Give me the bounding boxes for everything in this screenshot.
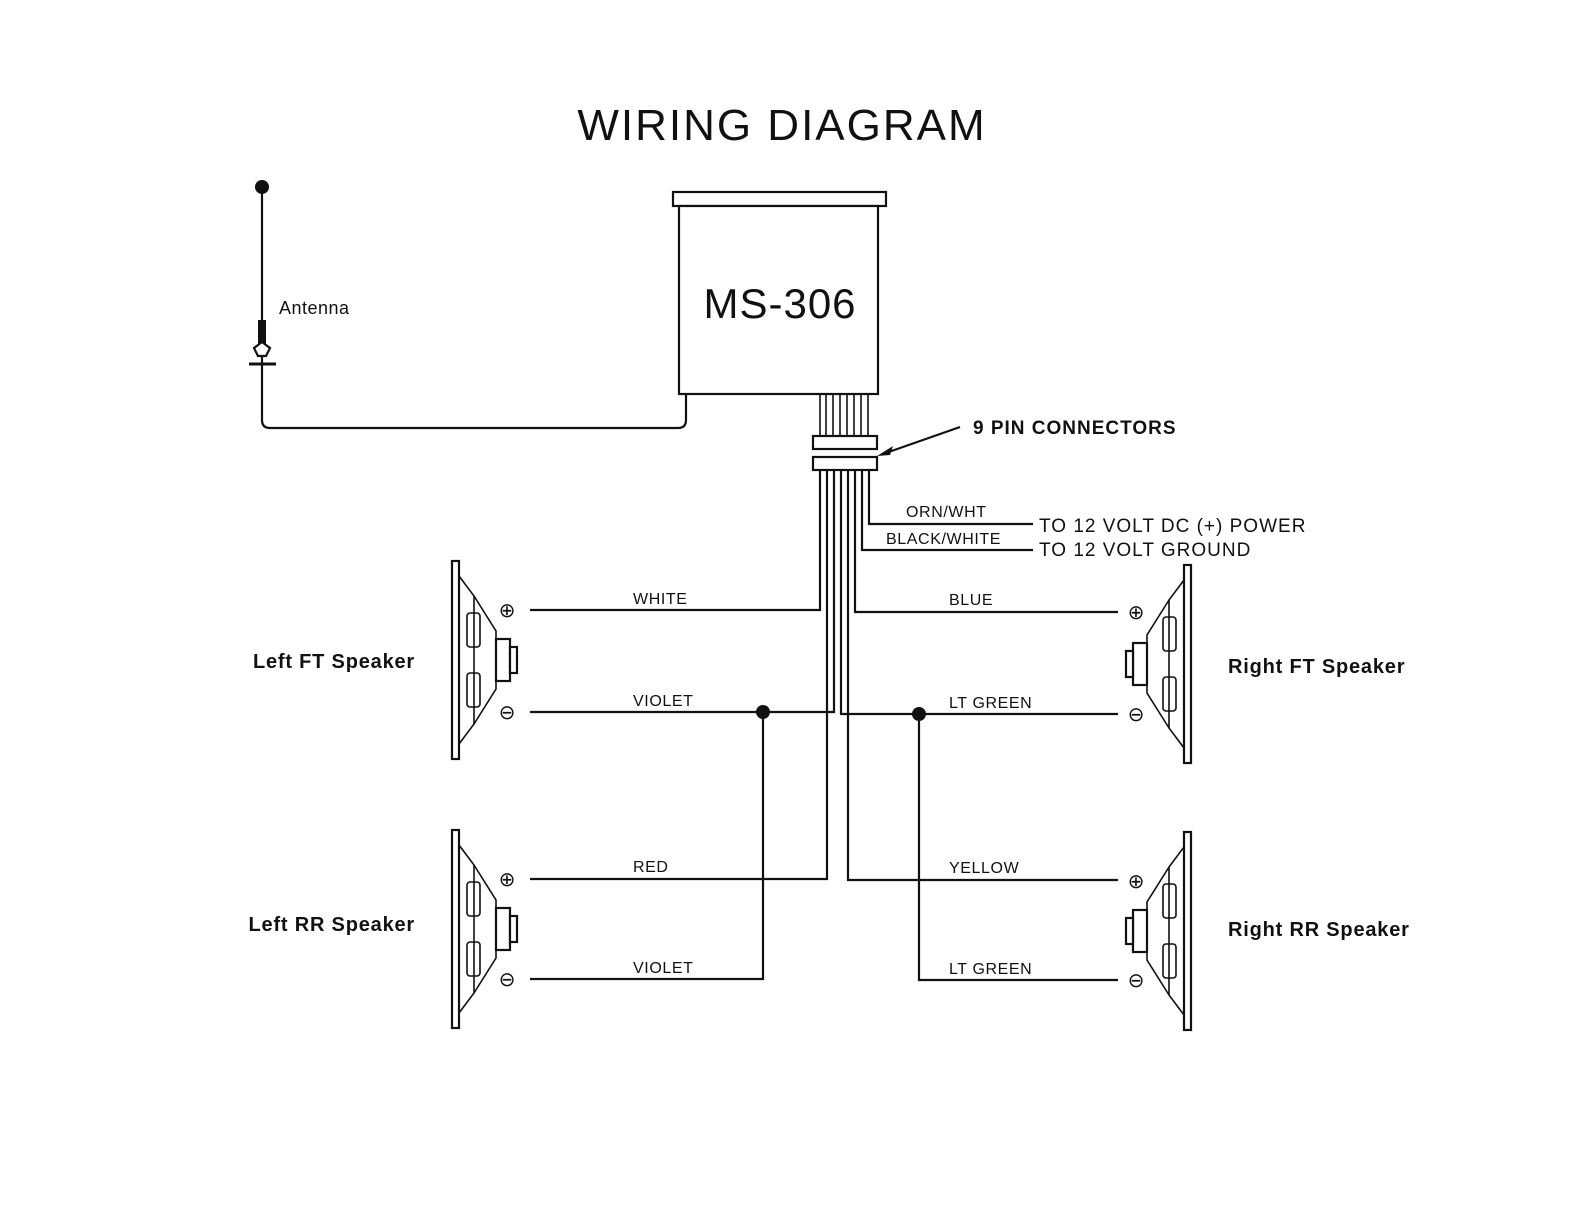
wire-label-red: RED [633,859,669,876]
wire-label-black-white: BLACK/WHITE [886,531,1001,548]
left-ft-minus-terminal: ⊖ [499,702,516,724]
wire-label-orn-wht: ORN/WHT [906,504,987,521]
wire-label-white: WHITE [633,591,688,608]
right-junction-dot [912,707,926,721]
right-ft-speaker-icon [1126,565,1191,763]
left-ft-speaker-icon [452,561,517,759]
right-ft-speaker-label: Right FT Speaker [1228,656,1405,678]
right-rr-speaker-label: Right RR Speaker [1228,919,1410,941]
unit-label: MS-306 [703,280,856,327]
wire-label-blue: BLUE [949,592,993,609]
wire-label-yellow: YELLOW [949,860,1020,877]
left-rr-minus-terminal: ⊖ [499,969,516,991]
right-rr-plus-terminal: ⊕ [1128,871,1145,893]
wire-label-violet-rr: VIOLET [633,960,694,977]
power-label: TO 12 VOLT DC (+) POWER [1039,516,1306,537]
right-ft-plus-terminal: ⊕ [1128,602,1145,624]
left-rr-speaker-label: Left RR Speaker [249,914,416,936]
wire-label-violet-ft: VIOLET [633,693,694,710]
wire-bundle [813,394,877,470]
wire-label-lt-green-rr: LT GREEN [949,961,1032,978]
left-junction-dot [756,705,770,719]
right-ft-minus-terminal: ⊖ [1128,704,1145,726]
left-ft-speaker-label: Left FT Speaker [253,651,415,673]
connector-label: 9 PIN CONNECTORS [973,418,1177,439]
speaker-wires [530,470,1118,980]
left-rr-speaker-icon [452,830,517,1028]
antenna-label: Antenna [279,298,350,318]
right-rr-minus-terminal: ⊖ [1128,970,1145,992]
right-rr-speaker-icon [1126,832,1191,1030]
connector-pointer [877,427,960,456]
ground-label: TO 12 VOLT GROUND [1039,540,1251,561]
left-rr-plus-terminal: ⊕ [499,869,516,891]
page-title: WIRING DIAGRAM [577,101,986,150]
left-ft-plus-terminal: ⊕ [499,600,516,622]
wire-label-lt-green-ft: LT GREEN [949,695,1032,712]
